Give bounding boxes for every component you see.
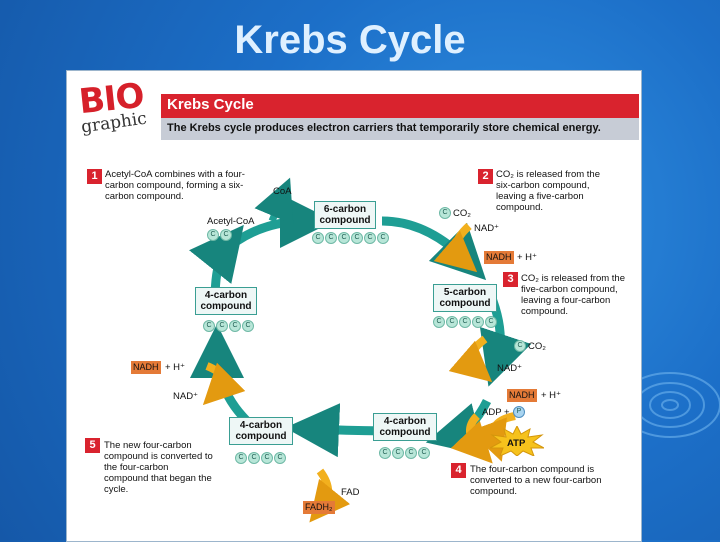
coa-branch-arrow	[254, 177, 294, 225]
nad-loop-1	[433, 223, 478, 273]
subtitle-band: The Krebs cycle produces electron carrie…	[161, 118, 639, 140]
nad-left-label: NAD⁺	[173, 391, 199, 402]
six-carbon-box: 6-carbon compound	[314, 201, 376, 229]
step-1-badge: 1	[87, 169, 102, 184]
carbon-atom: C	[405, 447, 417, 459]
carbon-atom: C	[325, 232, 337, 244]
atp-label: ATP	[507, 438, 526, 449]
carbon-atom: C	[248, 452, 260, 464]
carbon-atom: C	[216, 320, 228, 332]
nad-loop-3	[469, 412, 516, 462]
h-left-label: + H⁺	[165, 362, 186, 373]
figure-panel: BIO graphic Krebs Cycle The Krebs cycle …	[66, 70, 642, 542]
atp-burst	[490, 426, 544, 456]
step-2-badge: 2	[478, 169, 493, 184]
slide-title: Krebs Cycle	[234, 18, 466, 62]
carbon-atom: C	[261, 452, 273, 464]
atp-loop	[450, 413, 493, 464]
fad-label: FAD	[341, 487, 360, 498]
co2-1-label: CO₂	[453, 208, 471, 219]
step-2-text: CO₂ is released from the six-carbon comp…	[496, 169, 601, 213]
carbon-atom: C	[203, 320, 215, 332]
four-carbon-bottom-box: 4-carbon compound	[229, 417, 293, 445]
cycle-arrows	[189, 177, 532, 523]
nadh-left-label: NADH	[131, 361, 161, 374]
figure-title: Krebs Cycle	[167, 96, 254, 113]
step-3-badge: 3	[503, 272, 518, 287]
nad-1-label: NAD⁺	[474, 223, 500, 234]
carbon-atom: C	[220, 229, 232, 241]
co2-2-label: CO₂	[528, 341, 546, 352]
carbon-atom: C	[514, 340, 526, 352]
step-5-text: The new four-carbon compound is converte…	[104, 440, 213, 495]
carbon-atom: C	[439, 207, 451, 219]
nadh-1-label: NADH	[484, 251, 514, 264]
carbon-atom: C	[485, 316, 497, 328]
carbon-atom: C	[379, 447, 391, 459]
co2-1-carbon: C	[439, 207, 452, 219]
carbon-atom: C	[242, 320, 254, 332]
carbon-atom: C	[364, 232, 376, 244]
header-band: Krebs Cycle	[161, 94, 639, 118]
carbon-atom: C	[377, 232, 389, 244]
h-1-label: + H⁺	[517, 252, 538, 263]
five-carbon-box: 5-carbon compound	[433, 284, 497, 312]
step-3-text: CO₂ is released from the five-carbon com…	[521, 273, 626, 317]
carbon-atom: C	[207, 229, 219, 241]
carbon-atom: C	[338, 232, 350, 244]
nad-loop-2	[448, 335, 493, 383]
h-2-label: + H⁺	[541, 390, 562, 401]
adp-label: ADP +	[482, 407, 510, 418]
carbon-atom: C	[392, 447, 404, 459]
nad-loop-left	[202, 362, 246, 406]
step-5-badge: 5	[85, 438, 100, 453]
phosphate-circle: P	[513, 406, 525, 418]
carbon-atom: C	[312, 232, 324, 244]
figure-subtitle: The Krebs cycle produces electron carrie…	[167, 122, 601, 134]
co2-2-carbon: C	[514, 340, 527, 352]
carbon-atom: C	[351, 232, 363, 244]
phosphate: P	[513, 406, 526, 418]
nadh-2-label: NADH	[507, 389, 537, 402]
carbon-atom: C	[472, 316, 484, 328]
carbon-atom: C	[274, 452, 286, 464]
fadh2-label: FADH₂	[303, 501, 335, 514]
coa-label: CoA	[273, 186, 292, 197]
carbon-atom: C	[459, 316, 471, 328]
step-4-badge: 4	[451, 463, 466, 478]
carbon-atom: C	[235, 452, 247, 464]
step-4-text: The four-carbon compound is converted to…	[470, 464, 602, 497]
carbon-atom: C	[418, 447, 430, 459]
four-carbon-right-box: 4-carbon compound	[373, 413, 437, 441]
carbon-atom: C	[229, 320, 241, 332]
four-carbon-top-box: 4-carbon compound	[195, 287, 257, 315]
step-1-text: Acetyl-CoA combines with a four-carbon c…	[105, 169, 245, 202]
acetyl-coa-label: Acetyl-CoA	[207, 216, 255, 227]
nad-2-label: NAD⁺	[497, 363, 523, 374]
carbon-atom: C	[446, 316, 458, 328]
carbon-atom: C	[433, 316, 445, 328]
